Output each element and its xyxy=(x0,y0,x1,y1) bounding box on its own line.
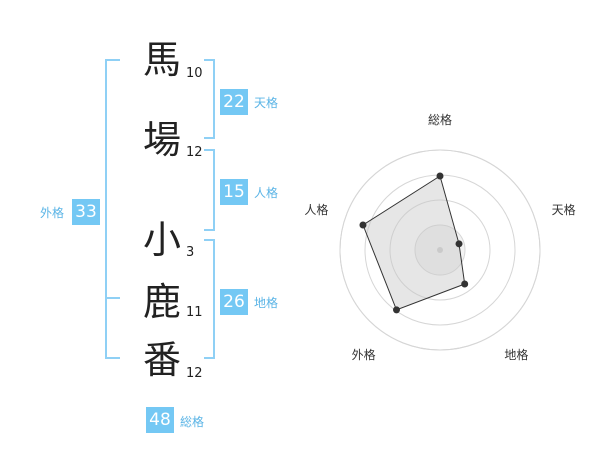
chikaku-badge: 26 xyxy=(220,289,248,315)
name-char-2: 場 xyxy=(142,118,181,162)
tenkaku-badge: 22 xyxy=(220,89,248,115)
radar-point-4 xyxy=(393,306,401,314)
soukaku-badge: 48 xyxy=(146,407,174,433)
stroke-count-1: 10 xyxy=(186,66,203,81)
gaikaku-bracket xyxy=(105,59,120,359)
tenkaku-bracket xyxy=(204,59,215,139)
jinkaku-badge: 15 xyxy=(220,179,248,205)
radar-point-3 xyxy=(461,280,469,288)
radar-ring-2 xyxy=(389,199,491,301)
gaikaku-label: 外格 xyxy=(40,206,65,220)
stroke-count-2: 12 xyxy=(186,145,203,160)
jinkaku-bracket xyxy=(204,149,215,231)
chikaku-label: 地格 xyxy=(254,296,279,310)
soukaku-label: 総格 xyxy=(180,415,205,429)
stroke-count-3: 3 xyxy=(186,245,195,260)
name-char-3: 小 xyxy=(142,218,181,262)
radar-polygon xyxy=(362,175,466,311)
chikaku-bracket xyxy=(204,239,215,359)
radar-point-1 xyxy=(436,172,444,180)
tenkaku-label: 天格 xyxy=(254,96,279,110)
radar-point-2 xyxy=(455,240,463,248)
radar-axis-label-4: 外格 xyxy=(352,347,376,362)
radar-point-5 xyxy=(359,221,367,229)
radar-center xyxy=(437,247,443,253)
stroke-count-5: 12 xyxy=(186,366,203,381)
radar-axis-label-5: 人格 xyxy=(304,202,328,217)
radar-axis-label-2: 天格 xyxy=(552,202,576,217)
name-char-5: 番 xyxy=(142,338,181,382)
radar-axis-label-3: 地格 xyxy=(504,347,528,362)
gaikaku-badge: 33 xyxy=(72,199,100,225)
name-char-4: 鹿 xyxy=(142,280,181,324)
name-char-1: 馬 xyxy=(142,38,181,82)
stroke-count-4: 11 xyxy=(186,305,203,320)
jinkaku-label: 人格 xyxy=(254,186,279,200)
radar-axis-label-1: 総格 xyxy=(428,112,452,127)
radar-outer-ring xyxy=(339,149,541,351)
